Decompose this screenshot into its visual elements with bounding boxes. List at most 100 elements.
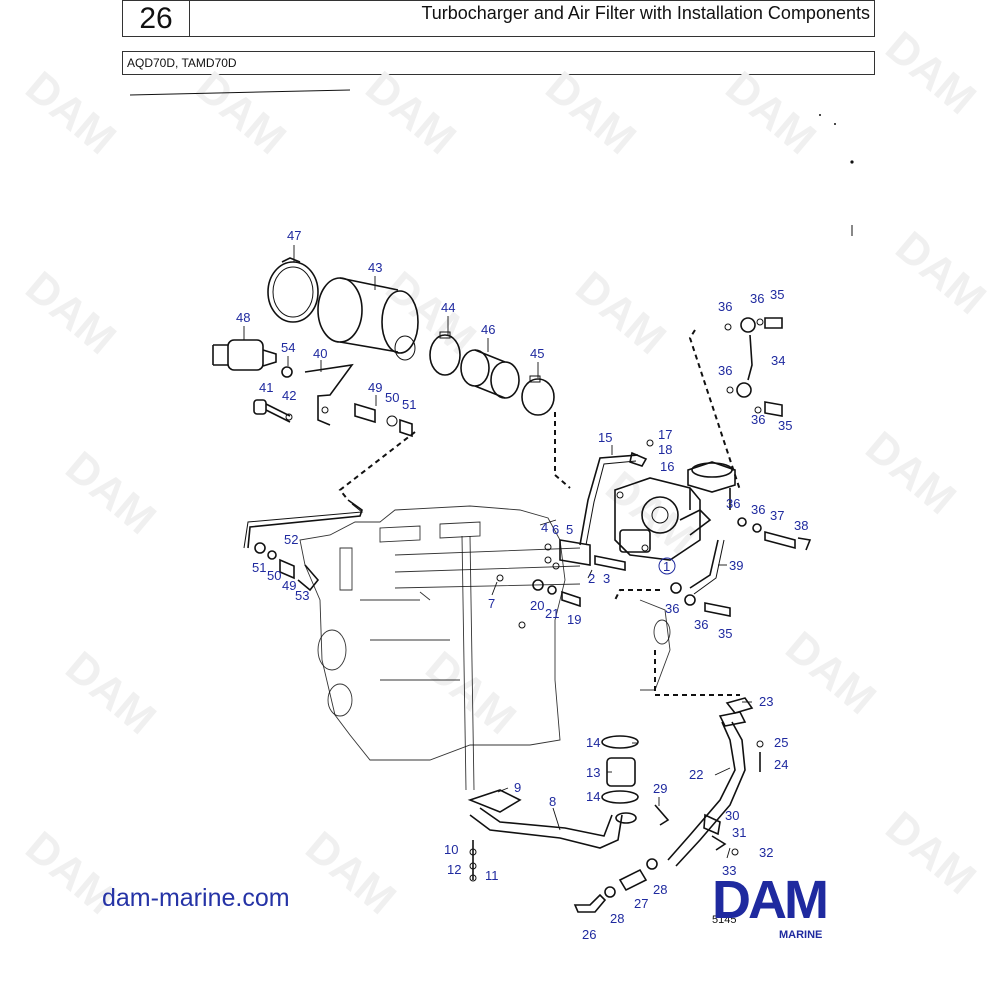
brand-logo: DAM [712, 870, 829, 930]
oil-pipe-34 [724, 317, 783, 417]
leader-lines [243, 245, 752, 859]
part-label: 36 [751, 412, 765, 427]
part-label: 36 [718, 299, 732, 314]
part-label: 46 [481, 322, 495, 337]
part-label: 35 [718, 626, 732, 641]
part-label: 37 [770, 508, 784, 523]
brand-subtitle: MARINE [779, 929, 823, 941]
watermark-text: DAM [57, 442, 165, 544]
part-label: 11 [485, 868, 499, 883]
hose-26-27-28 [573, 858, 658, 913]
part-label: 36 [665, 601, 679, 616]
part-label: 16 [660, 459, 674, 474]
watermark-text: DAM [187, 62, 295, 164]
part-label: 41 [259, 380, 273, 395]
part-label: 2 [588, 571, 595, 586]
part-label: 29 [653, 781, 667, 796]
figure-number: 5145 [712, 914, 737, 926]
model-list: AQD70D, TAMD70D [127, 56, 237, 70]
part-label: 36 [751, 502, 765, 517]
part-label: 30 [725, 808, 739, 823]
part-label: 18 [658, 442, 672, 457]
page-number: 26 [123, 1, 190, 36]
part-label: 49 [282, 578, 296, 593]
watermark-text: DAM [537, 62, 645, 164]
sensor-48 [212, 339, 277, 371]
scan-marks [819, 114, 854, 236]
screw-41-42 [253, 399, 293, 423]
hose-13-clamps-14 [601, 735, 639, 804]
watermark-text: DAM [887, 222, 995, 324]
part-label: 52 [284, 532, 298, 547]
part-label: 23 [759, 694, 773, 709]
part-label: 38 [794, 518, 808, 533]
watermark-text: DAM [857, 422, 965, 524]
part-label: 35 [770, 287, 784, 302]
part-label: 28 [653, 882, 667, 897]
air-filter-43 [317, 277, 419, 361]
part-label: 36 [750, 291, 764, 306]
part-label: 43 [368, 260, 382, 275]
watermark-text: DAM [17, 62, 125, 164]
part-label: 3 [603, 571, 610, 586]
model-box: AQD70D, TAMD70D [122, 51, 875, 75]
part-label: 36 [726, 496, 740, 511]
website-link[interactable]: dam-marine.com [102, 884, 290, 912]
dashed-line-filter-turbo [554, 412, 571, 489]
part-label: 13 [586, 765, 600, 780]
part-label: 9 [514, 780, 521, 795]
watermark-text: DAM [877, 802, 985, 904]
part-label: 40 [313, 346, 327, 361]
dashed-line-bolt [614, 589, 660, 601]
engine-block [299, 505, 671, 791]
part-label: 17 [658, 427, 672, 442]
hose-46 [460, 349, 520, 399]
part-label: 22 [689, 767, 703, 782]
fitting-49-50-51 [354, 402, 413, 438]
watermark-text: DAM [297, 822, 405, 924]
watermark-text: DAM [777, 622, 885, 724]
pipe-52 [243, 499, 364, 549]
part-label: 47 [287, 228, 301, 243]
watermark-text: DAM [567, 262, 675, 364]
watermark-text: DAM [877, 22, 985, 124]
dashed-line-filter-pipe [338, 431, 416, 501]
watermark-text: DAM [717, 62, 825, 164]
part-label: 19 [567, 612, 581, 627]
air-filter-clamp-47 [267, 257, 319, 323]
part-label: 49 [368, 380, 382, 395]
washer-54 [281, 366, 293, 378]
part-label: 4 [541, 520, 548, 535]
drain-pipe-39 [670, 539, 731, 617]
part-label: 36 [694, 617, 708, 632]
watermark-text: DAM [417, 642, 525, 744]
part-label: 24 [774, 757, 788, 772]
dashed-line-exhaust [654, 650, 740, 696]
part-1-marker [658, 557, 676, 575]
part-label: 39 [729, 558, 743, 573]
pipe-15 [579, 439, 654, 546]
exhaust-pipe-22 [667, 697, 764, 867]
turbocharger-1 [614, 461, 736, 561]
watermark-text: DAM [17, 262, 125, 364]
part-label: 20 [530, 598, 544, 613]
fitting-37-38 [737, 517, 812, 551]
clamp-44 [429, 331, 461, 376]
part-label: 27 [634, 896, 648, 911]
part-label: 42 [282, 388, 296, 403]
part-label: 44 [441, 300, 455, 315]
part-label: 50 [267, 568, 281, 583]
page-title: Turbocharger and Air Filter with Install… [421, 3, 870, 23]
part-labels: 47 43 48 44 46 45 54 40 49 50 51 41 42 3… [236, 228, 808, 942]
watermark-text: DAM [57, 642, 165, 744]
part-label: 35 [778, 418, 792, 433]
part-label: 26 [582, 927, 596, 942]
part-label: 32 [759, 845, 773, 860]
part-label: 50 [385, 390, 399, 405]
watermark-text: DAM [357, 62, 465, 164]
part-label: 8 [549, 794, 556, 809]
brackets-29-33 [654, 804, 739, 856]
part-label: 15 [598, 430, 612, 445]
part-label: 6 [552, 522, 559, 537]
